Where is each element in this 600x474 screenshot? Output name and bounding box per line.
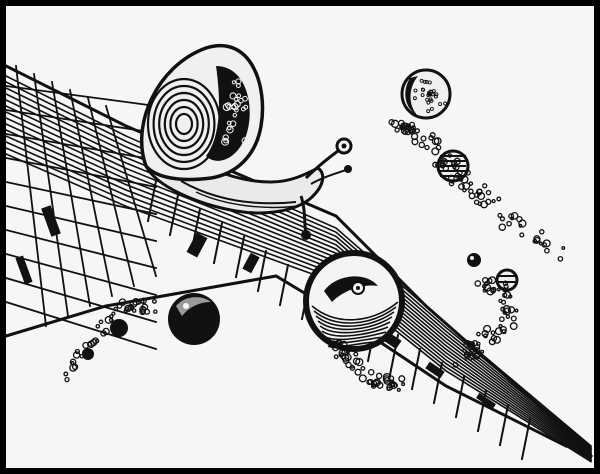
drawing-paper — [6, 6, 594, 468]
geometric-ramp — [6, 64, 594, 463]
small-dark-sphere — [168, 293, 220, 345]
moon-sphere — [400, 68, 452, 120]
ink-artwork — [6, 44, 594, 463]
large-patterned-sphere — [303, 250, 405, 352]
snail-shell-icon — [140, 44, 265, 182]
bubble-trails — [63, 119, 566, 392]
snail-icon — [140, 44, 353, 240]
